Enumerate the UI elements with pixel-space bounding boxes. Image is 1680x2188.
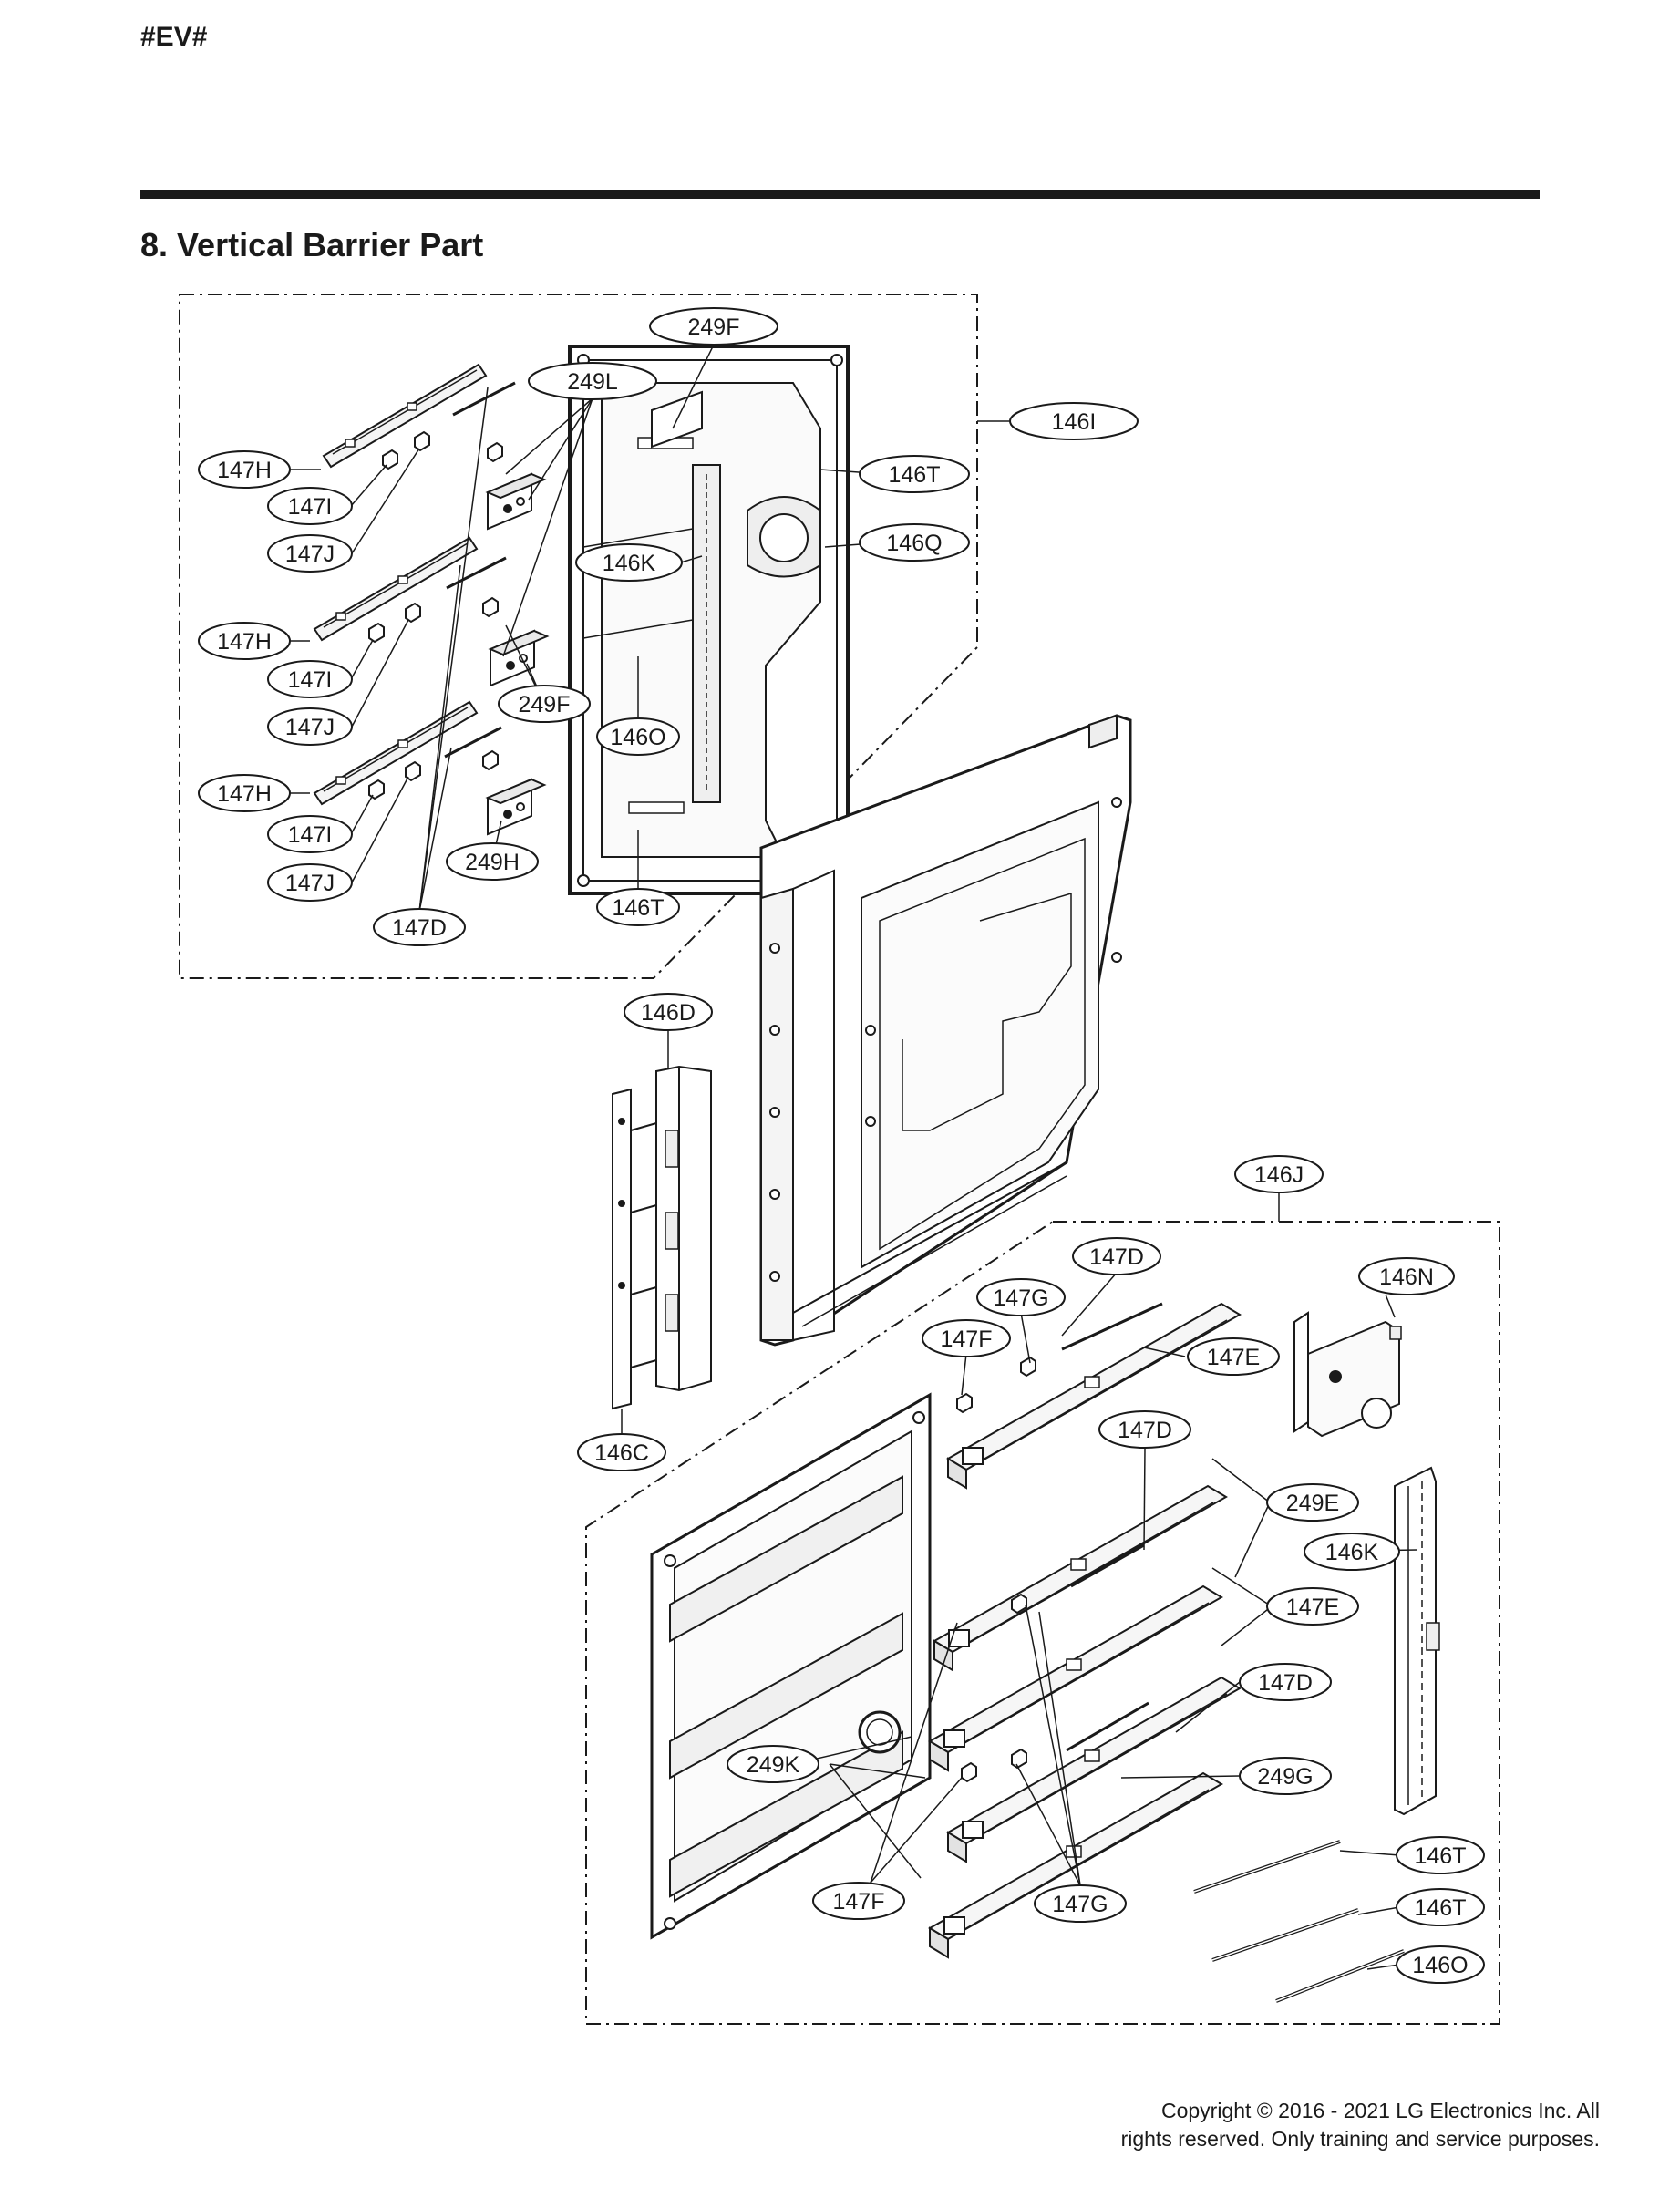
callout-147H-2: 147H [198,622,291,660]
svg-text:147I: 147I [288,667,333,693]
callout-147I-3: 147I [267,815,353,853]
svg-text:249E: 249E [1286,1491,1339,1516]
callout-249H: 249H [446,842,539,881]
loose-rods [1193,1840,1405,2003]
svg-text:147E: 147E [1207,1345,1260,1370]
callout-146K-a: 146K [575,543,683,582]
svg-text:147D: 147D [1258,1670,1313,1696]
callout-147J-1: 147J [267,534,353,573]
svg-text:147I: 147I [288,822,333,848]
callout-147J-3: 147J [267,863,353,902]
svg-text:249F: 249F [519,692,571,717]
svg-text:146D: 146D [641,1000,696,1026]
svg-text:147F: 147F [833,1889,885,1914]
barrier-frame-lower [650,1392,932,1940]
callout-146T-d: 146T [1396,1888,1485,1926]
callout-147D-a: 147D [373,908,466,946]
callout-146N: 146N [1358,1257,1455,1295]
callout-146T-c: 146T [1396,1836,1485,1874]
svg-text:146T: 146T [889,462,941,488]
svg-text:147F: 147F [941,1326,993,1352]
callout-146D: 146D [624,993,713,1031]
callout-146K-b: 146K [1304,1533,1400,1571]
svg-text:146I: 146I [1052,409,1097,435]
callout-249G: 249G [1239,1757,1332,1795]
callout-249L: 249L [528,362,657,400]
callout-147H-1: 147H [198,450,291,489]
callout-249F-top: 249F [649,307,778,346]
svg-text:147D: 147D [1089,1244,1144,1270]
lower-rails [929,1302,1241,1958]
svg-text:147H: 147H [217,458,272,483]
svg-text:146O: 146O [1412,1953,1468,1978]
callout-147F-a: 147F [922,1319,1011,1357]
svg-text:147J: 147J [285,542,335,567]
svg-text:146K: 146K [603,551,656,576]
copyright-line-2: rights reserved. Only training and servi… [1120,2127,1600,2151]
callout-147G-a: 147G [976,1278,1066,1316]
svg-text:249L: 249L [567,369,618,395]
svg-text:147J: 147J [285,871,335,896]
svg-text:146O: 146O [610,725,665,750]
callout-146T-a: 146T [859,455,970,493]
svg-text:146K: 146K [1325,1540,1379,1565]
callout-249F-mid: 249F [498,685,591,723]
svg-text:146C: 146C [594,1440,649,1466]
document-tag: #EV# [140,22,208,52]
svg-text:147G: 147G [1052,1892,1108,1917]
svg-text:146T: 146T [1415,1895,1467,1921]
callout-146Q: 146Q [859,523,970,562]
svg-text:249G: 249G [1257,1764,1313,1790]
svg-text:147E: 147E [1286,1595,1339,1620]
callout-147H-3: 147H [198,774,291,812]
svg-text:146J: 146J [1254,1162,1304,1188]
callout-249K: 249K [727,1745,819,1783]
callout-147D-d: 147D [1239,1663,1332,1701]
callout-147F-b: 147F [812,1882,905,1920]
svg-text:249F: 249F [688,315,740,340]
svg-text:146N: 146N [1379,1264,1434,1290]
callout-146C: 146C [577,1433,666,1471]
svg-text:249H: 249H [465,850,520,875]
header-divider [140,190,1540,199]
svg-text:146T: 146T [1415,1843,1467,1869]
motor-module-146N [1293,1311,1402,1438]
copyright-line-1: Copyright © 2016 - 2021 LG Electronics I… [1160,2099,1600,2122]
svg-text:147H: 147H [217,629,272,655]
svg-text:147J: 147J [285,715,335,740]
svg-text:147D: 147D [392,915,447,941]
barrier-frame-146I [568,345,850,895]
group-146J-boundary [585,1221,1500,2025]
side-bracket-146K [1394,1466,1440,1816]
callout-147I-2: 147I [267,660,353,698]
svg-text:147H: 147H [217,781,272,807]
hinge-strip-146C [612,1088,657,1410]
callout-146J: 146J [1234,1155,1324,1193]
callout-146I: 146I [1009,402,1139,440]
barrier-center-panel [759,714,1132,1347]
svg-text:147I: 147I [288,494,333,520]
svg-text:147G: 147G [993,1285,1048,1311]
callout-249E: 249E [1266,1483,1359,1522]
callout-146T-b: 146T [596,888,680,926]
callout-146O-b: 146O [1396,1945,1485,1984]
svg-text:147D: 147D [1118,1418,1172,1443]
callout-147D-b: 147D [1072,1237,1161,1275]
copyright-notice: Copyright © 2016 - 2021 LG Electronics I… [962,2097,1600,2153]
callout-147G-b: 147G [1034,1884,1127,1923]
hinge-strip-146D [655,1065,712,1392]
callout-147D-c: 147D [1098,1410,1191,1449]
callout-147E-a: 147E [1187,1337,1280,1376]
callout-147I-1: 147I [267,487,353,525]
svg-text:249K: 249K [747,1752,800,1778]
callout-147J-2: 147J [267,707,353,746]
section-title: 8. Vertical Barrier Part [140,226,484,263]
callout-147E-b: 147E [1266,1587,1359,1626]
svg-text:146Q: 146Q [886,531,942,556]
callout-146O-a: 146O [596,717,680,756]
svg-text:146T: 146T [613,895,665,921]
